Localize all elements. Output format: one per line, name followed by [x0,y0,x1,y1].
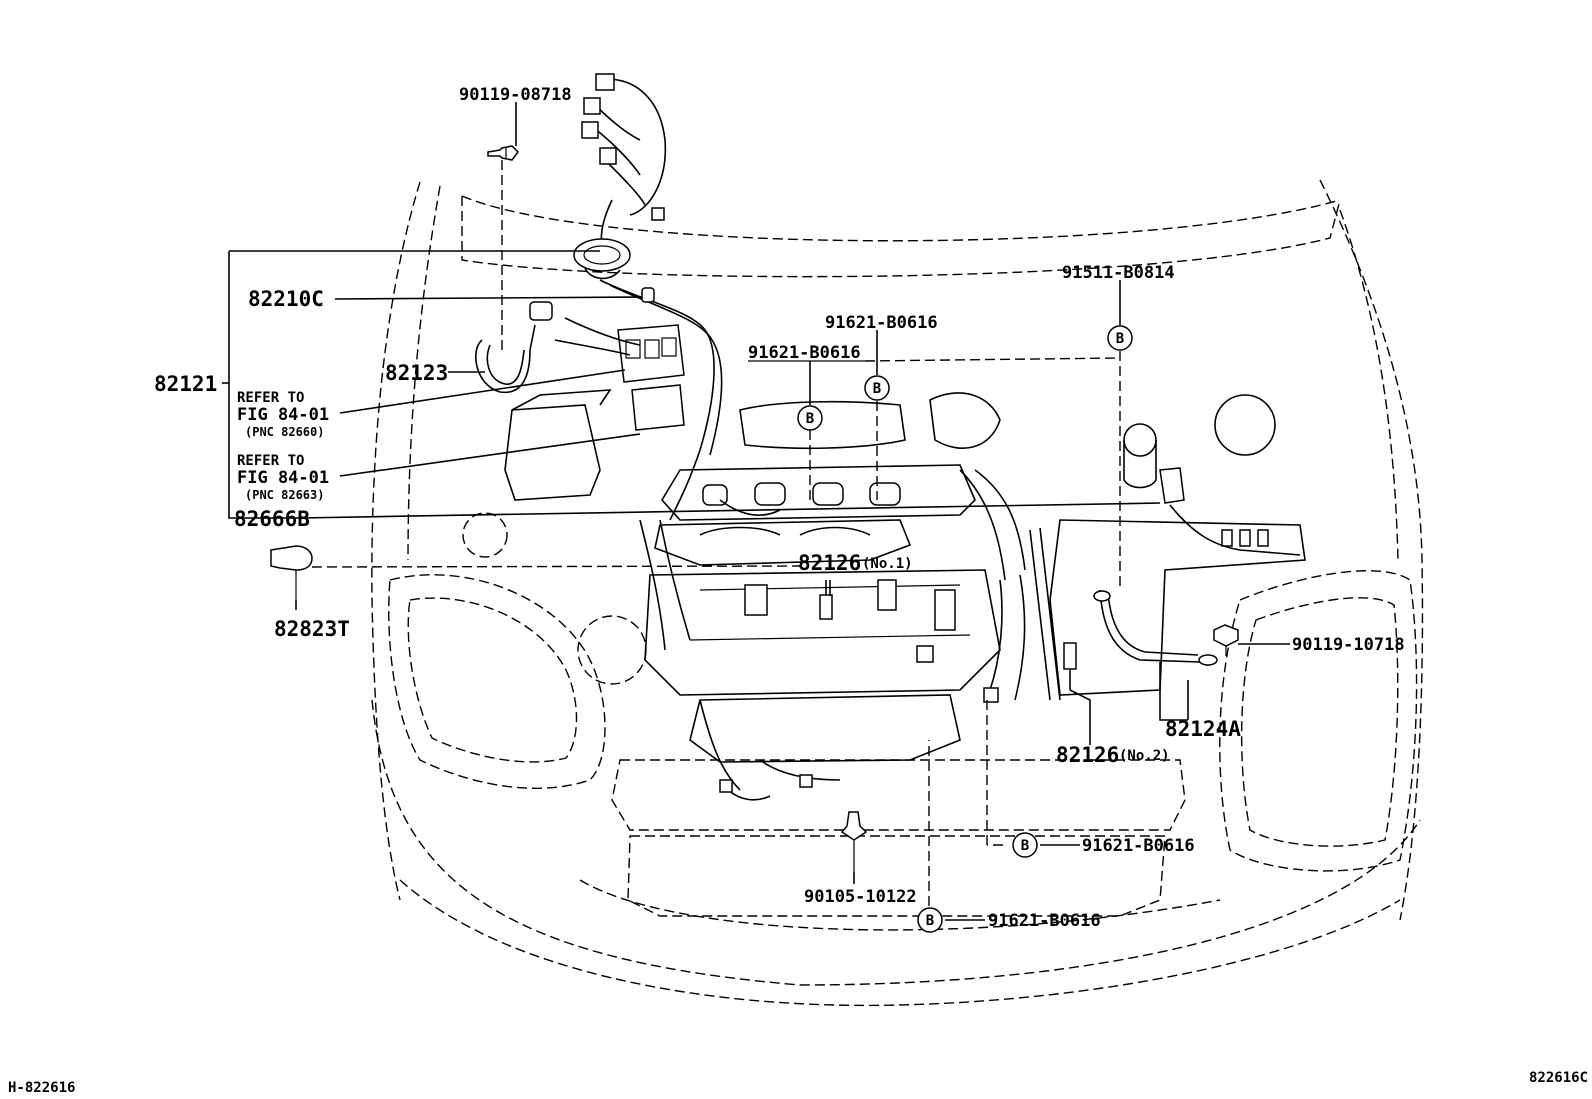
b-marker-91621-d: B [917,907,943,933]
bolt-90105-10122-icon [840,811,868,872]
label-82823T: 82823T [274,617,350,641]
label-82210C: 82210C [248,287,324,311]
b-marker-91511: B [1107,325,1133,351]
label-91621-B0616-a: 91621-B0616 [825,313,938,333]
label-82126-no2: 82126 [1056,743,1119,767]
clip-82210C-icon [641,287,655,303]
label-refer2-line2: FIG 84-01 [237,468,329,488]
label-91511-B0814: 91511-B0814 [1062,263,1175,283]
label-82124A: 82124A [1165,717,1241,741]
label-90105-10122: 90105-10122 [804,887,917,907]
label-91621-B0616-b: 91621-B0616 [748,343,861,363]
bolt-90119-10718-icon [1213,624,1239,656]
label-82126-no2-sub: (No.2) [1119,748,1170,764]
label-refer1-line3: (PNC 82660) [245,425,324,439]
leader-lines [222,102,1290,921]
label-82123: 82123 [385,361,448,385]
label-82121: 82121 [154,372,217,396]
label-82126-no1-sub: (No.1) [862,556,913,572]
hardware-parts [270,145,1239,872]
label-refer1-line1: REFER TO [237,390,304,406]
b-marker-91621-b: B [797,405,823,431]
footer-right-code: 822616C [1529,1070,1588,1086]
plug-82823T-icon [270,545,313,600]
bolt-90119-08718-icon [487,145,519,161]
label-90119-08718: 90119-08718 [459,85,572,105]
label-91621-B0616-d: 91621-B0616 [988,911,1101,931]
b-marker-91621-a: B [864,375,890,401]
vehicle-body-outline [371,179,1424,1007]
svg-text:B: B [926,913,934,929]
label-refer2-line3: (PNC 82663) [245,488,324,502]
label-82126-no1: 82126 [798,551,861,575]
engine-assembly [504,324,1306,763]
svg-text:B: B [1021,838,1029,854]
svg-text:B: B [1116,331,1124,347]
b-marker-91621-c: B [1012,832,1038,858]
label-91621-B0616-c: 91621-B0616 [1082,836,1195,856]
svg-text:B: B [806,411,814,427]
label-82666B: 82666B [234,507,310,531]
label-refer2-line1: REFER TO [237,453,304,469]
wire-harness [474,73,1301,801]
svg-text:B: B [873,381,881,397]
footer-left-code: H-822616 [8,1080,75,1096]
label-refer1-line2: FIG 84-01 [237,405,329,425]
label-90119-10718: 90119-10718 [1292,635,1405,655]
